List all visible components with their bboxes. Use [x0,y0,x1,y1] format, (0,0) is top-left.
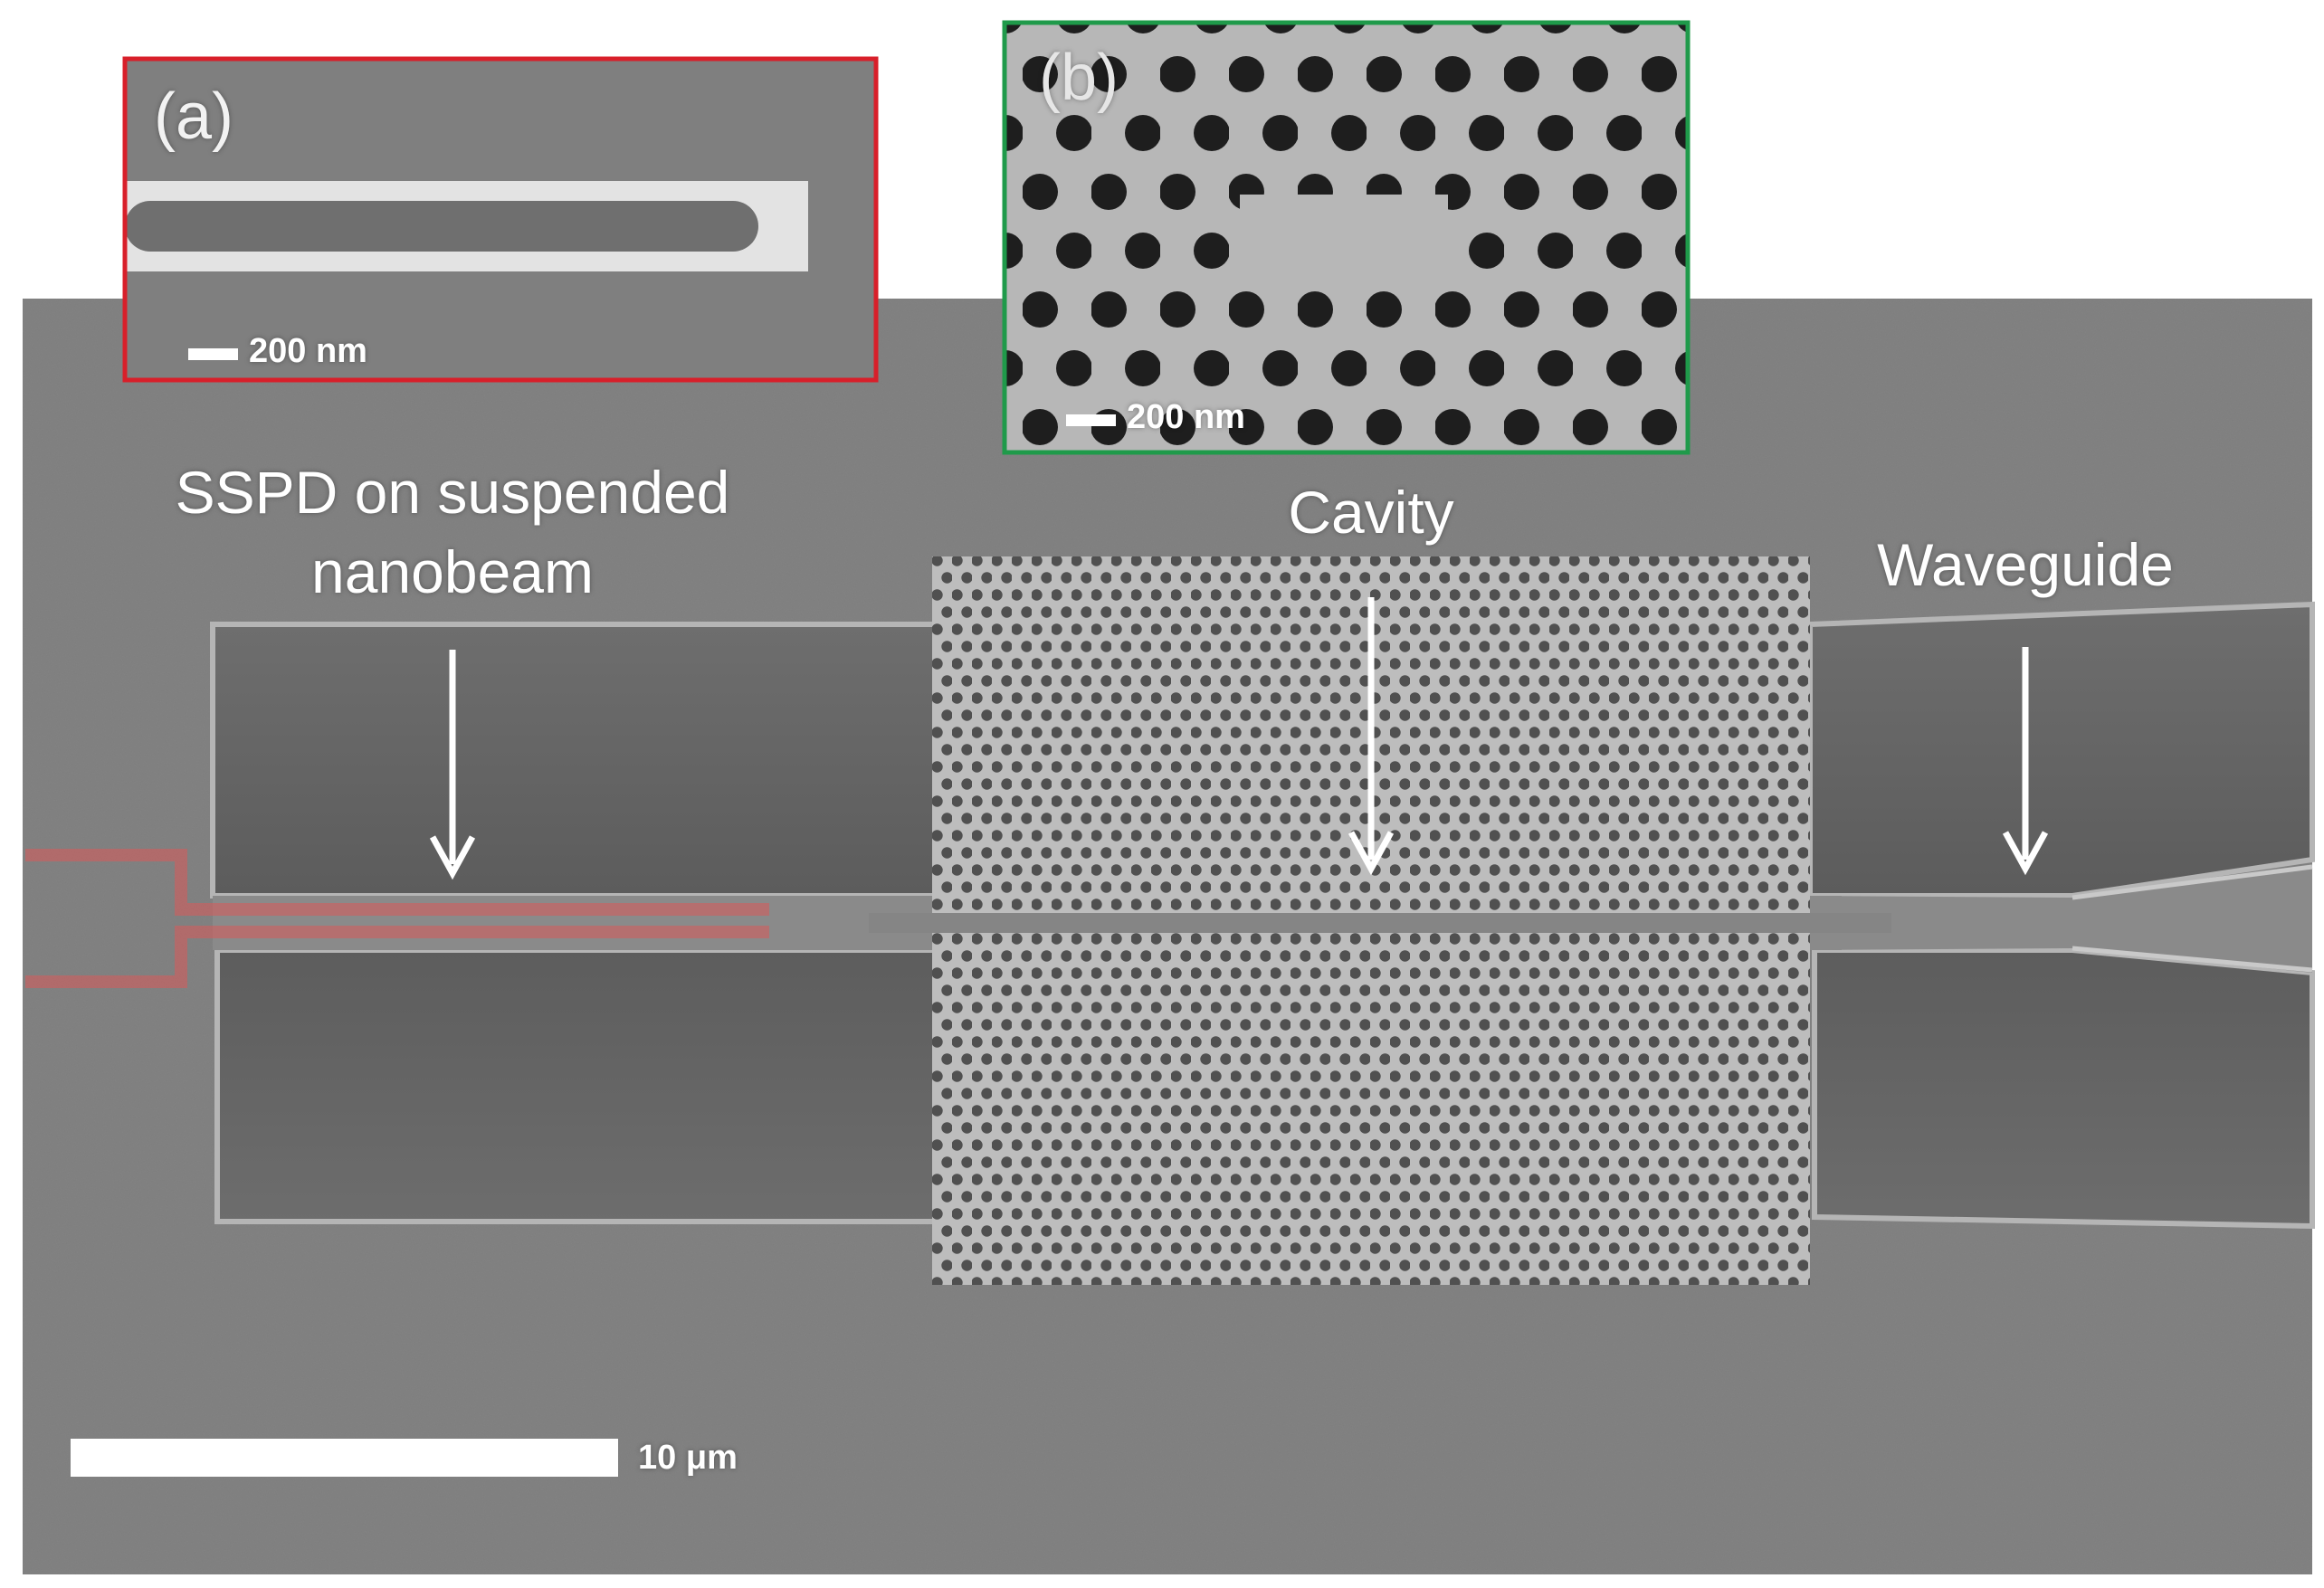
inset-b-scale-text: 200 nm [1127,398,1245,436]
arrow-sspd [429,650,476,880]
main-scale-text: 10 μm [638,1439,738,1477]
inset-a-scale-bar [188,348,238,360]
waveguide-edge-bottom [2072,946,2313,973]
sspd-label-line2: nanobeam [311,538,594,605]
sspd-label-line1: SSPD on suspended [175,459,730,526]
inset-a-scale-text: 200 nm [249,332,367,370]
right-lower-trench [1812,947,2315,1230]
inset-b-scale-bar [1066,414,1116,426]
left-upper-trench [210,622,939,899]
left-lower-trench [214,947,944,1224]
arrow-cavity [1348,597,1395,876]
arrow-waveguide [2002,647,2049,876]
main-scale-bar [71,1439,618,1477]
inset-a-letter: (a) [154,81,233,153]
waveguide-edge-top [2072,864,2313,900]
sspd-label: SSPD on suspended nanobeam [176,452,730,612]
inset-b-letter: (b) [1039,42,1119,114]
waveguide-strip [1810,864,2312,973]
inset-a [122,56,879,383]
inset-b [1002,20,1691,455]
waveguide-label: Waveguide [1877,531,2174,598]
cavity-label: Cavity [1288,479,1454,546]
right-upper-trench [1807,601,2315,899]
sspd-highlight [25,849,769,988]
